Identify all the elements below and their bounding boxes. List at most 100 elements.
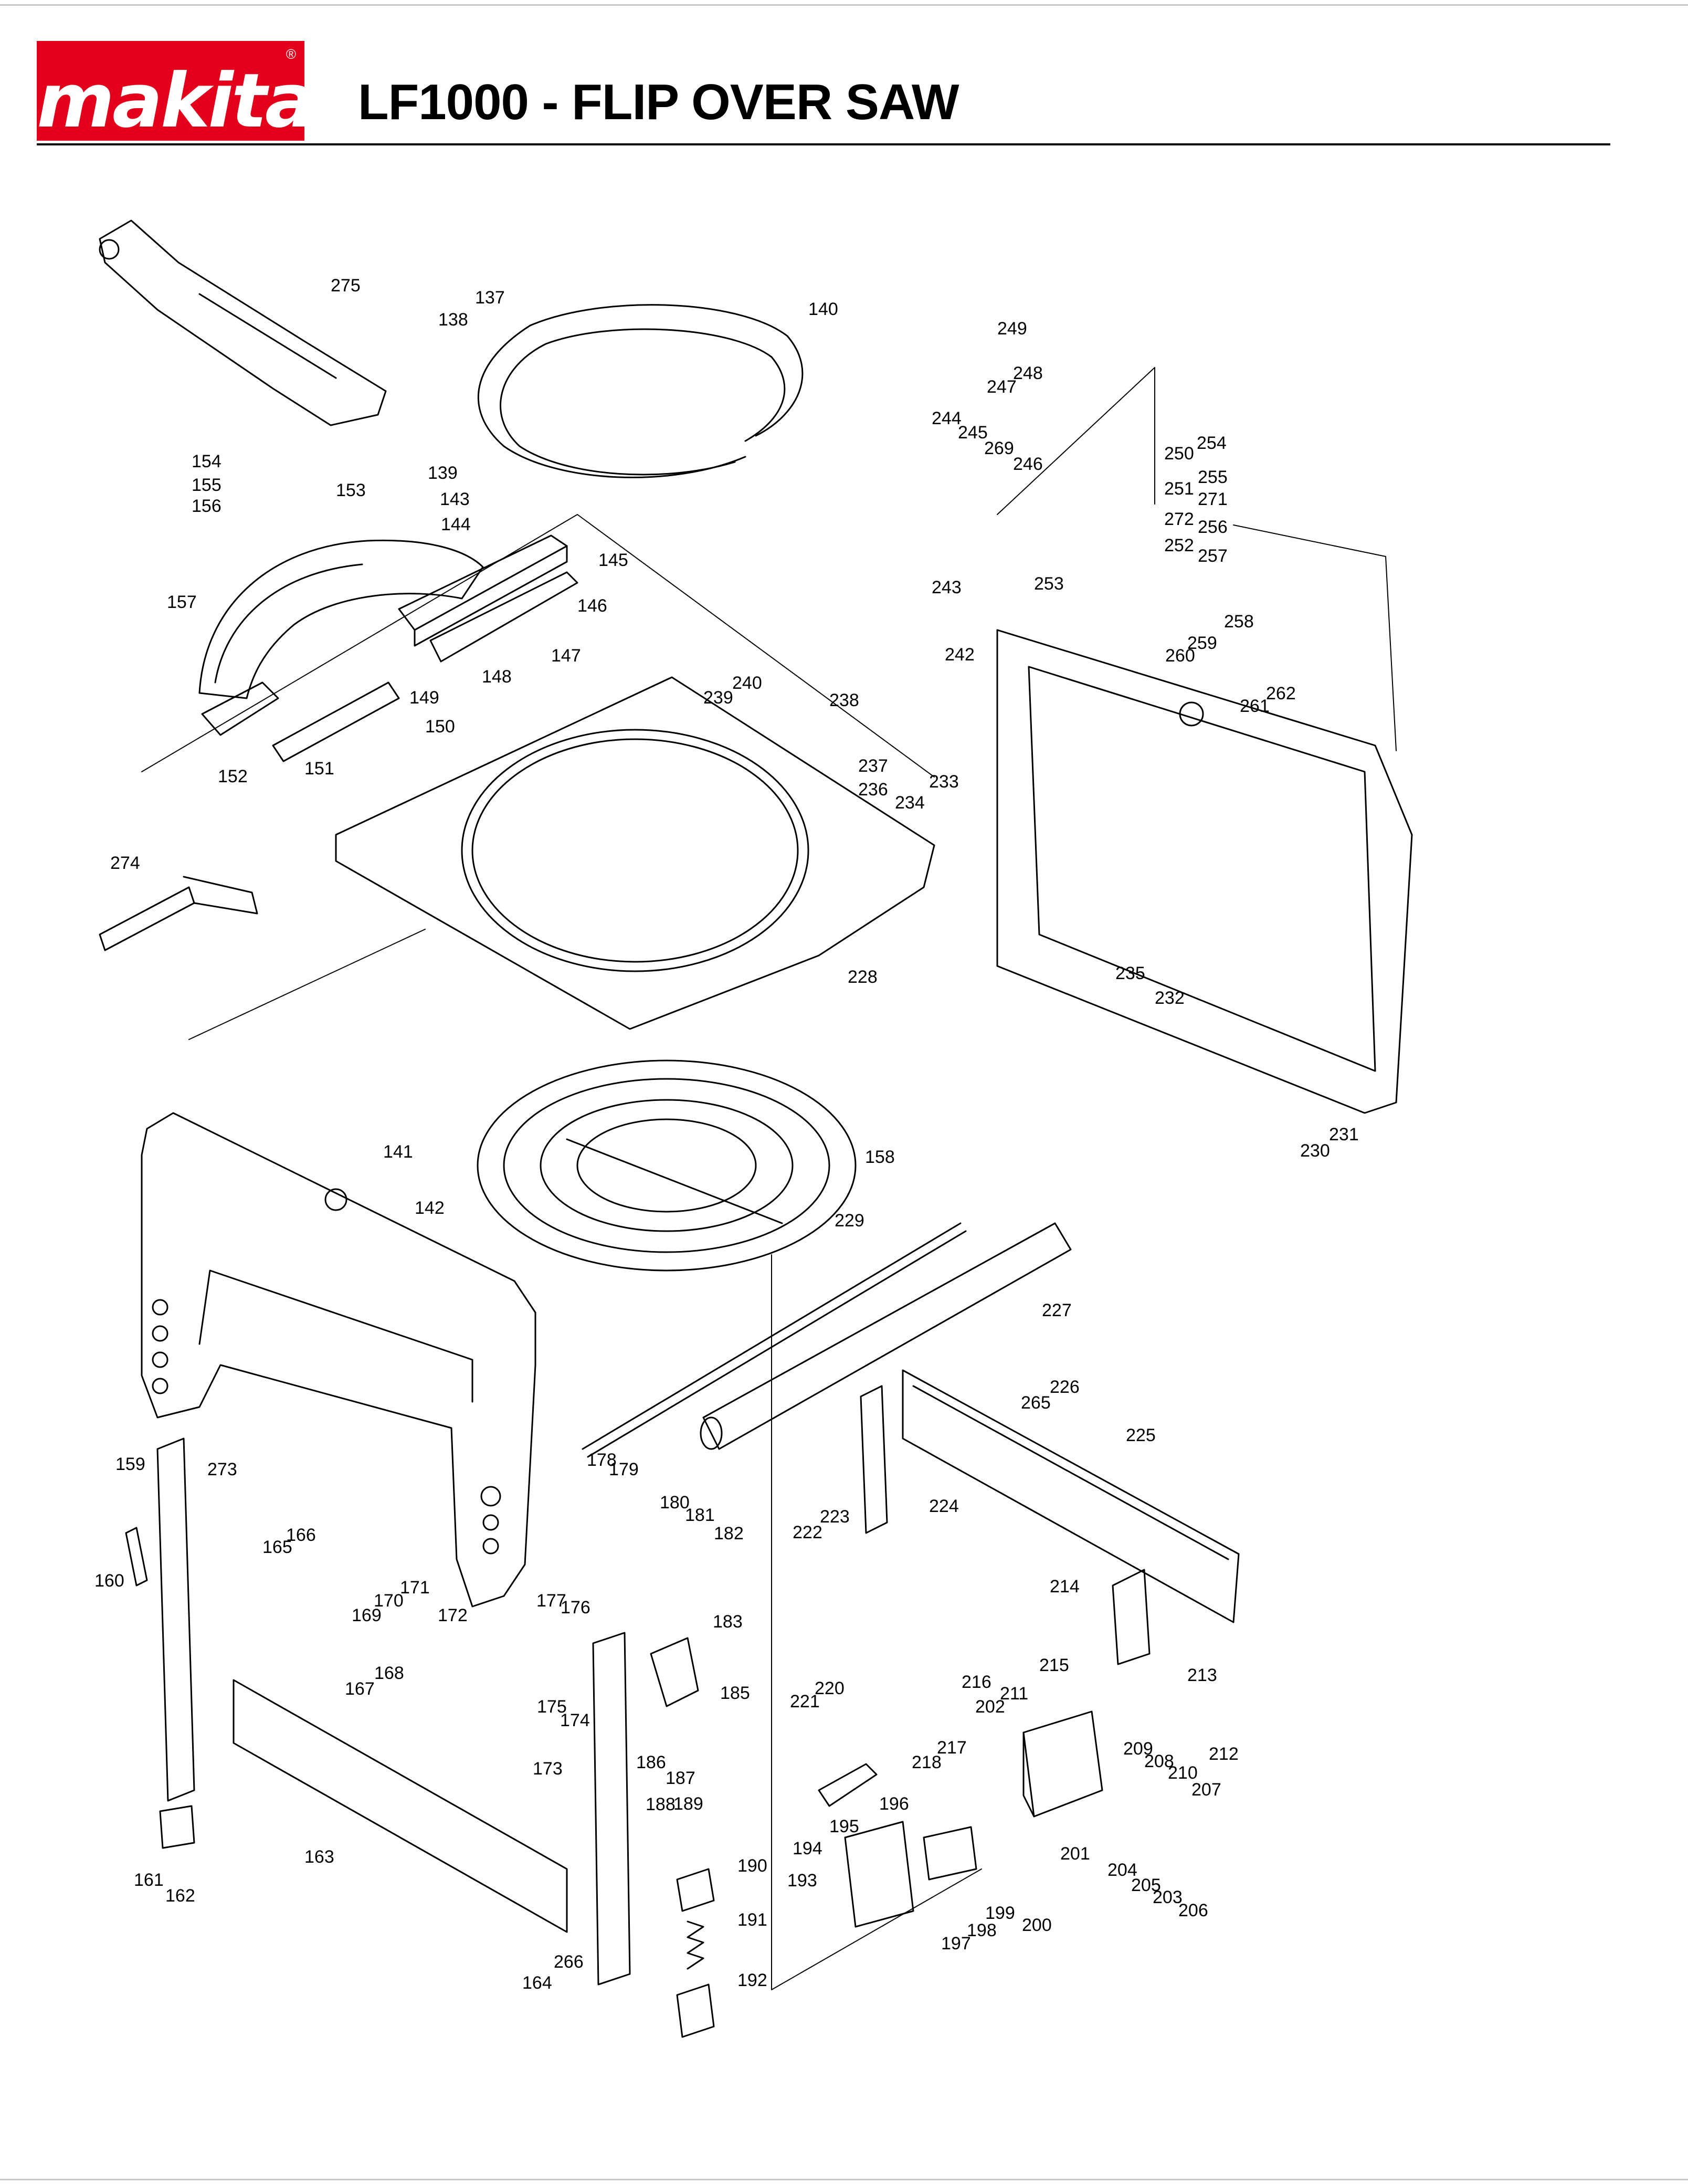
callout-220: 220 bbox=[815, 1678, 845, 1698]
callout-138: 138 bbox=[438, 310, 468, 330]
callout-230: 230 bbox=[1300, 1141, 1330, 1161]
callout-154: 154 bbox=[192, 452, 221, 471]
callout-260: 260 bbox=[1165, 646, 1195, 666]
callout-137: 137 bbox=[475, 288, 505, 308]
part-160-leg bbox=[156, 1437, 195, 1802]
callout-269: 269 bbox=[984, 438, 1014, 458]
callout-256: 256 bbox=[1198, 517, 1228, 537]
callout-229: 229 bbox=[835, 1211, 864, 1231]
part-229-rod bbox=[582, 1222, 967, 1458]
callout-231: 231 bbox=[1329, 1125, 1359, 1144]
callout-180: 180 bbox=[660, 1493, 690, 1513]
callout-191: 191 bbox=[737, 1910, 767, 1930]
part-196-module bbox=[923, 1826, 977, 1881]
callout-258: 258 bbox=[1224, 612, 1254, 632]
callout-212: 212 bbox=[1209, 1744, 1239, 1764]
assembly-guide-lines bbox=[141, 367, 1397, 1990]
callout-245: 245 bbox=[958, 423, 988, 443]
callout-225: 225 bbox=[1126, 1425, 1156, 1445]
callout-193: 193 bbox=[787, 1871, 817, 1891]
callout-200: 200 bbox=[1022, 1915, 1052, 1935]
callout-187: 187 bbox=[666, 1768, 695, 1788]
header-rule bbox=[37, 143, 1610, 145]
callout-178: 178 bbox=[587, 1450, 617, 1470]
callout-250: 250 bbox=[1164, 444, 1194, 464]
part-214-bracket bbox=[1112, 1569, 1151, 1665]
part-227-tube bbox=[700, 1222, 1072, 1450]
part-195-lever bbox=[818, 1763, 878, 1807]
callout-182: 182 bbox=[714, 1524, 744, 1544]
part-183-handle bbox=[650, 1637, 699, 1707]
callout-204: 204 bbox=[1107, 1860, 1137, 1880]
part-191-spring bbox=[687, 1920, 704, 1970]
part-140-ring bbox=[477, 304, 804, 478]
part-158-base-frame bbox=[996, 629, 1413, 1114]
callout-252: 252 bbox=[1164, 536, 1194, 555]
part-162-foot bbox=[159, 1805, 195, 1849]
callout-145: 145 bbox=[598, 550, 628, 570]
callout-223: 223 bbox=[820, 1507, 850, 1527]
callout-194: 194 bbox=[793, 1839, 822, 1858]
part-192-foot bbox=[676, 1983, 715, 2038]
part-274-square bbox=[99, 876, 258, 951]
callout-159: 159 bbox=[115, 1454, 145, 1474]
top-rule bbox=[0, 4, 1688, 6]
callout-144: 144 bbox=[441, 514, 471, 534]
callout-218: 218 bbox=[912, 1752, 942, 1772]
part-142-turntable bbox=[477, 1059, 857, 1272]
callout-236: 236 bbox=[858, 780, 888, 800]
callout-197: 197 bbox=[941, 1934, 971, 1954]
callout-175: 175 bbox=[537, 1697, 567, 1717]
callout-155: 155 bbox=[192, 475, 221, 495]
callout-253: 253 bbox=[1034, 574, 1064, 594]
callout-164: 164 bbox=[522, 1973, 552, 1993]
callout-265: 265 bbox=[1021, 1393, 1051, 1413]
callout-221: 221 bbox=[790, 1692, 820, 1712]
callout-143: 143 bbox=[440, 489, 470, 509]
part-224-leg-bracket bbox=[860, 1385, 888, 1534]
callout-273: 273 bbox=[207, 1460, 237, 1479]
callout-148: 148 bbox=[482, 667, 512, 687]
callout-174: 174 bbox=[560, 1710, 590, 1730]
callout-215: 215 bbox=[1039, 1655, 1069, 1675]
bottom-rule bbox=[0, 2179, 1688, 2180]
part-159-clip bbox=[125, 1527, 148, 1587]
callout-181: 181 bbox=[685, 1505, 715, 1525]
part-153-miter-arc bbox=[198, 539, 484, 699]
callout-139: 139 bbox=[428, 463, 458, 483]
callout-210: 210 bbox=[1168, 1763, 1198, 1783]
part-main-stand-body bbox=[141, 1112, 536, 1608]
callout-244: 244 bbox=[932, 408, 962, 428]
callout-213: 213 bbox=[1187, 1665, 1217, 1685]
callout-150: 150 bbox=[425, 717, 455, 737]
makita-logo: makita ® bbox=[37, 41, 315, 141]
callout-156: 156 bbox=[192, 496, 221, 516]
callout-161: 161 bbox=[134, 1870, 164, 1890]
callout-183: 183 bbox=[713, 1612, 743, 1632]
callout-189: 189 bbox=[673, 1794, 703, 1814]
callout-146: 146 bbox=[577, 596, 607, 616]
callout-163: 163 bbox=[304, 1847, 334, 1867]
callout-202: 202 bbox=[975, 1697, 1005, 1717]
callout-259: 259 bbox=[1187, 633, 1217, 653]
page-title: LF1000 - FLIP OVER SAW bbox=[358, 74, 959, 130]
callout-206: 206 bbox=[1178, 1900, 1208, 1920]
part-146-plate bbox=[429, 571, 578, 663]
callout-243: 243 bbox=[932, 578, 962, 597]
callout-240: 240 bbox=[732, 673, 762, 693]
callout-222: 222 bbox=[793, 1522, 822, 1542]
callout-162: 162 bbox=[165, 1886, 195, 1906]
callout-234: 234 bbox=[895, 793, 925, 813]
callout-169: 169 bbox=[352, 1605, 382, 1625]
callout-254: 254 bbox=[1197, 433, 1227, 453]
callout-141: 141 bbox=[383, 1142, 413, 1162]
callout-235: 235 bbox=[1115, 963, 1145, 983]
part-151-rail bbox=[272, 681, 400, 762]
callout-167: 167 bbox=[345, 1679, 375, 1699]
callout-249: 249 bbox=[997, 319, 1027, 339]
callout-140: 140 bbox=[808, 299, 838, 319]
callout-201: 201 bbox=[1060, 1844, 1090, 1864]
callout-192: 192 bbox=[737, 1970, 767, 1990]
